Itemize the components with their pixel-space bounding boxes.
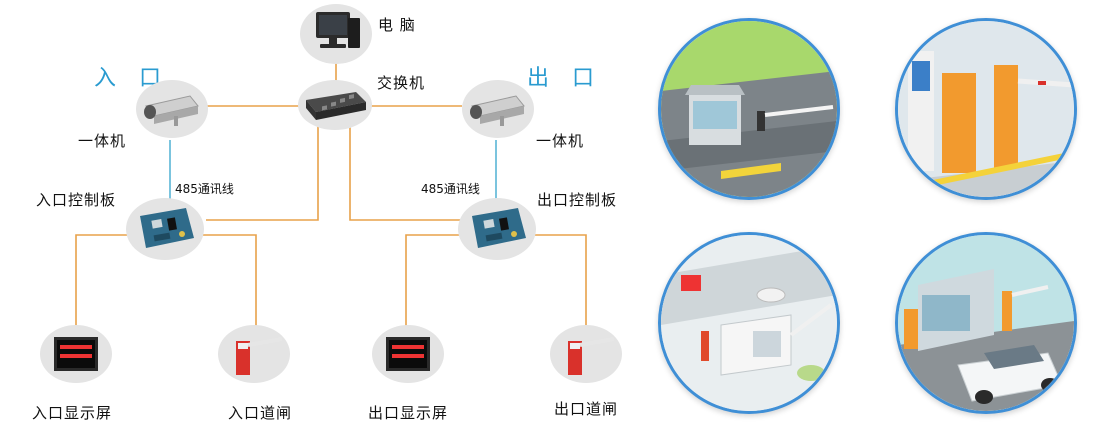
switch-label: 交换机 xyxy=(377,74,426,92)
entry-display-node xyxy=(40,325,112,383)
circuit-board-icon xyxy=(140,208,194,248)
parking-lot-illustration xyxy=(661,235,837,411)
wire-switch-board-in xyxy=(206,122,319,221)
exit-board-node xyxy=(458,198,536,260)
exit-board-label: 出口控制板 xyxy=(537,191,618,209)
rs485-label-entry: 485通讯线 xyxy=(175,182,234,196)
camera-icon xyxy=(144,95,199,126)
computer-icon xyxy=(316,12,360,48)
computer-node xyxy=(300,4,372,64)
entry-board-label: 入口控制板 xyxy=(36,191,117,209)
entry-camera-node xyxy=(136,80,208,138)
circuit-board-icon xyxy=(472,208,526,248)
entry-display-label: 入口显示屏 xyxy=(32,404,113,422)
entry-camera-label: 一体机 xyxy=(78,132,127,150)
photo-parking-lot xyxy=(658,232,840,414)
entry-gate-label: 入口道闸 xyxy=(228,404,293,422)
wire-board-display-in xyxy=(75,234,130,330)
photo-toll-booth xyxy=(658,18,840,200)
led-display-icon xyxy=(54,337,98,371)
exit-zone-title: 出 口 xyxy=(527,66,602,91)
toll-booth-illustration xyxy=(661,21,837,197)
camera-icon xyxy=(470,95,525,126)
barrier-gate-icon xyxy=(568,337,615,375)
exit-gate-illustration xyxy=(898,21,1074,197)
exit-gate-label: 出口道闸 xyxy=(554,400,619,418)
photo-entry-lane xyxy=(895,232,1077,414)
rs485-label-exit: 485通讯线 xyxy=(421,182,480,196)
exit-gate-node xyxy=(550,325,622,383)
photo-exit-gate xyxy=(895,18,1077,200)
exit-camera-node xyxy=(462,80,534,138)
wire-switch-board-out xyxy=(349,122,462,221)
wire-board-gate-in xyxy=(195,234,257,330)
entry-board-node xyxy=(126,198,204,260)
wire-board-display-out xyxy=(405,234,466,330)
exit-display-node xyxy=(372,325,444,383)
entry-gate-node xyxy=(218,325,290,383)
computer-label: 电 脑 xyxy=(378,16,416,34)
wire-board-gate-out xyxy=(526,234,587,330)
switch-node xyxy=(298,80,372,130)
led-display-icon xyxy=(386,337,430,371)
exit-display-label: 出口显示屏 xyxy=(368,404,449,422)
barrier-gate-icon xyxy=(236,337,283,375)
entry-lane-illustration xyxy=(898,235,1074,411)
exit-camera-label: 一体机 xyxy=(536,132,585,150)
switch-icon xyxy=(306,92,366,120)
